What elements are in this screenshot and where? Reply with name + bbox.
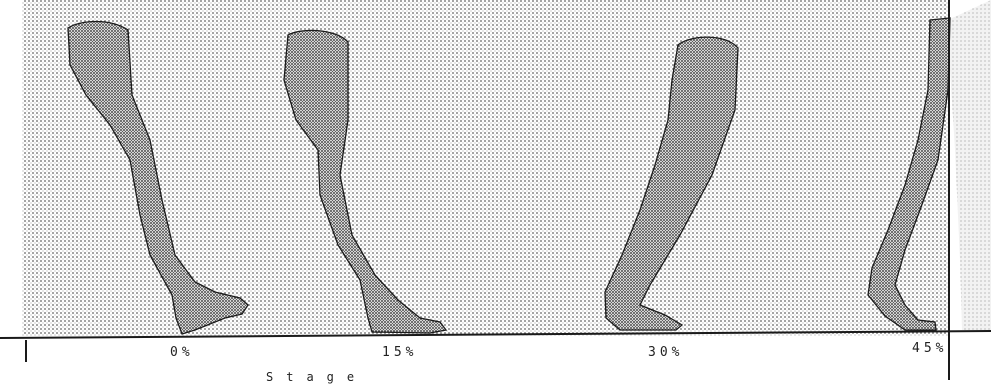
stage-caption: Stage — [266, 370, 367, 384]
phase-label-15: 15% — [382, 345, 417, 360]
stippled-background — [22, 0, 950, 336]
phase-label-30: 30% — [648, 345, 683, 360]
phase-label-0: 0% — [170, 345, 194, 360]
phase-label-45: 45% — [912, 341, 947, 356]
partial-leg-right-edge — [948, 0, 991, 330]
